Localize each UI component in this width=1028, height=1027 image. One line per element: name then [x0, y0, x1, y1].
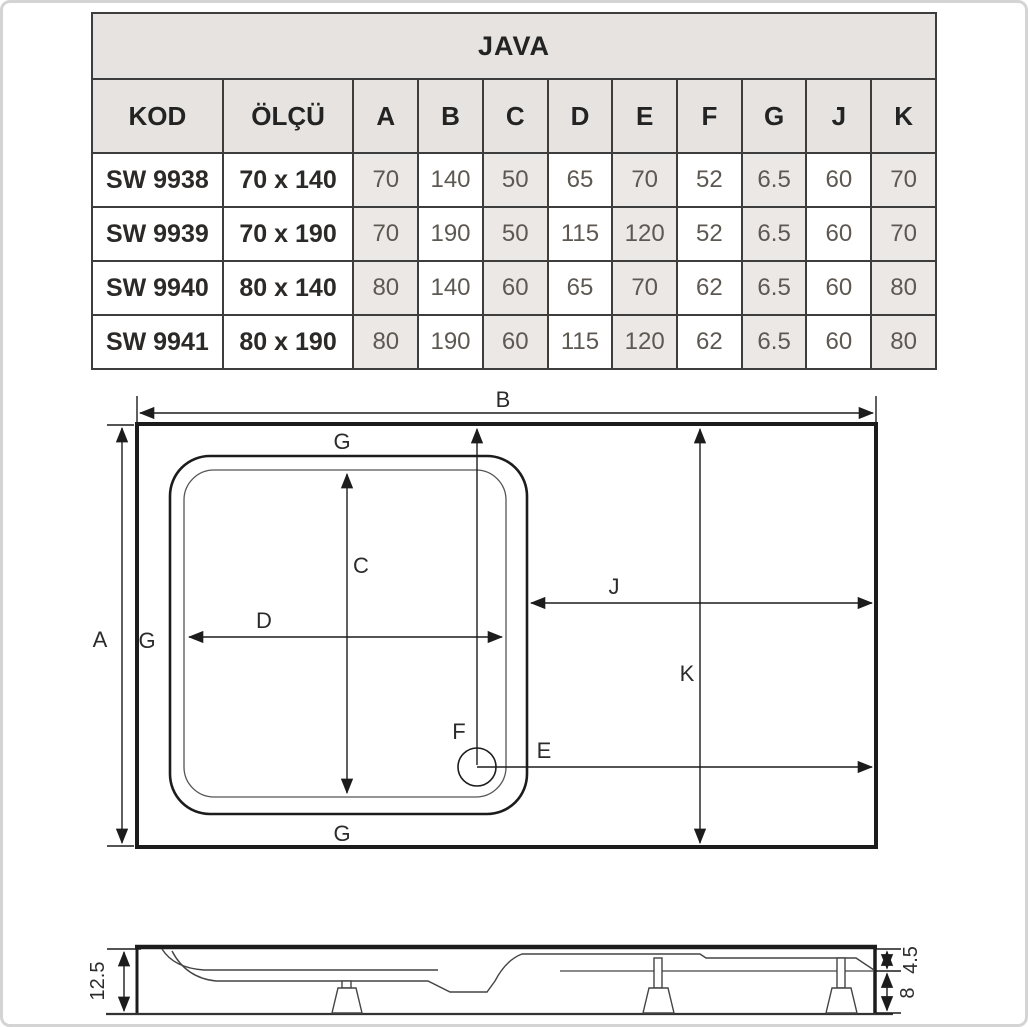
spec-table: JAVA KOD ÖLÇÜ A B C D E F G J K SW 9938 …: [91, 12, 937, 370]
col-header-c: C: [481, 78, 549, 154]
kod-cell: SW 9941: [91, 314, 224, 370]
value-cell: 50: [481, 152, 549, 208]
col-header-olcu: ÖLÇÜ: [221, 78, 355, 154]
col-header-f: F: [676, 78, 743, 154]
value-cell: 6.5: [740, 206, 808, 262]
col-header-g: G: [740, 78, 808, 154]
basin-inner-outline: [183, 469, 507, 798]
olcu-cell: 70 x 190: [221, 206, 355, 262]
value-cell: 62: [676, 314, 743, 370]
value-cell: 65: [546, 152, 614, 208]
dim-a-label: A: [93, 627, 108, 652]
col-header-d: D: [546, 78, 614, 154]
value-cell: 70: [352, 206, 420, 262]
value-cell: 6.5: [740, 314, 808, 370]
olcu-cell: 80 x 140: [221, 260, 355, 316]
value-cell: 80: [352, 314, 420, 370]
dim-g-top-label: G: [333, 429, 350, 454]
value-cell: 80: [352, 260, 420, 316]
col-header-e: E: [611, 78, 679, 154]
dim-g-bottom-label: G: [333, 821, 350, 846]
table-title-row: JAVA: [91, 12, 937, 80]
dim-k-label: K: [680, 661, 695, 686]
table-row: SW 9939 70 x 190 70 190 50 115 120 52 6.…: [91, 206, 937, 262]
dim-j-label: J: [609, 574, 620, 599]
dim-total-label: 12.5: [87, 962, 109, 1001]
dim-b-label: B: [496, 387, 511, 412]
value-cell: 6.5: [740, 260, 808, 316]
top-view: [107, 396, 878, 849]
leg-post: [341, 980, 352, 989]
table-row: SW 9940 80 x 140 80 140 60 65 70 62 6.5 …: [91, 260, 937, 316]
value-cell: 190: [417, 314, 484, 370]
value-cell: 60: [481, 260, 549, 316]
value-cell: 115: [546, 314, 614, 370]
dim-f-label: F: [452, 719, 465, 744]
tray-outline: [135, 422, 878, 849]
dim-e-label: E: [537, 738, 552, 763]
basin-profile-upper: [161, 948, 438, 971]
value-cell: 52: [676, 152, 743, 208]
table-header-row: KOD ÖLÇÜ A B C D E F G J K: [91, 78, 937, 154]
leg-post: [653, 957, 663, 989]
table-row: SW 9938 70 x 140 70 140 50 65 70 52 6.5 …: [91, 152, 937, 208]
dim-c-label: C: [353, 553, 369, 578]
col-header-kod: KOD: [91, 78, 224, 154]
kod-cell: SW 9940: [91, 260, 224, 316]
dim-d-label: D: [256, 608, 272, 633]
value-cell: 140: [417, 152, 484, 208]
value-cell: 70: [611, 152, 679, 208]
table-row: SW 9941 80 x 190 80 190 60 115 120 62 6.…: [91, 314, 937, 370]
col-header-j: J: [805, 78, 873, 154]
value-cell: 120: [611, 206, 679, 262]
value-cell: 115: [546, 206, 614, 262]
value-cell: 65: [546, 260, 614, 316]
value-cell: 70: [352, 152, 420, 208]
value-cell: 70: [611, 260, 679, 316]
value-cell: 80: [870, 260, 937, 316]
dim-legs-label: 8: [897, 987, 919, 998]
value-cell: 52: [676, 206, 743, 262]
value-cell: 6.5: [740, 152, 808, 208]
value-cell: 62: [676, 260, 743, 316]
value-cell: 60: [805, 206, 873, 262]
value-cell: 190: [417, 206, 484, 262]
basin-outer-outline: [168, 454, 529, 816]
support-leg: [642, 987, 675, 1014]
side-view-labels: 12.5 4.5 8: [87, 946, 922, 1000]
table-title: JAVA: [91, 12, 937, 80]
value-cell: 120: [611, 314, 679, 370]
dim-g-left-label: G: [138, 628, 155, 653]
olcu-cell: 80 x 190: [221, 314, 355, 370]
value-cell: 70: [870, 152, 937, 208]
value-cell: 60: [481, 314, 549, 370]
top-view-labels: B A G G G C D J K F E: [93, 387, 695, 846]
value-cell: 80: [870, 314, 937, 370]
side-view: [106, 944, 901, 1016]
support-leg: [331, 987, 363, 1014]
value-cell: 50: [481, 206, 549, 262]
leg-post: [836, 957, 846, 989]
value-cell: 70: [870, 206, 937, 262]
dim-rim-label: 4.5: [900, 946, 922, 974]
col-header-b: B: [417, 78, 484, 154]
value-cell: 60: [805, 260, 873, 316]
kod-cell: SW 9939: [91, 206, 224, 262]
kod-cell: SW 9938: [91, 152, 224, 208]
value-cell: 140: [417, 260, 484, 316]
basin-profile-lower: [171, 950, 875, 993]
olcu-cell: 70 x 140: [221, 152, 355, 208]
col-header-k: K: [870, 78, 937, 154]
col-header-a: A: [352, 78, 420, 154]
value-cell: 60: [805, 314, 873, 370]
support-leg: [825, 987, 858, 1014]
value-cell: 60: [805, 152, 873, 208]
